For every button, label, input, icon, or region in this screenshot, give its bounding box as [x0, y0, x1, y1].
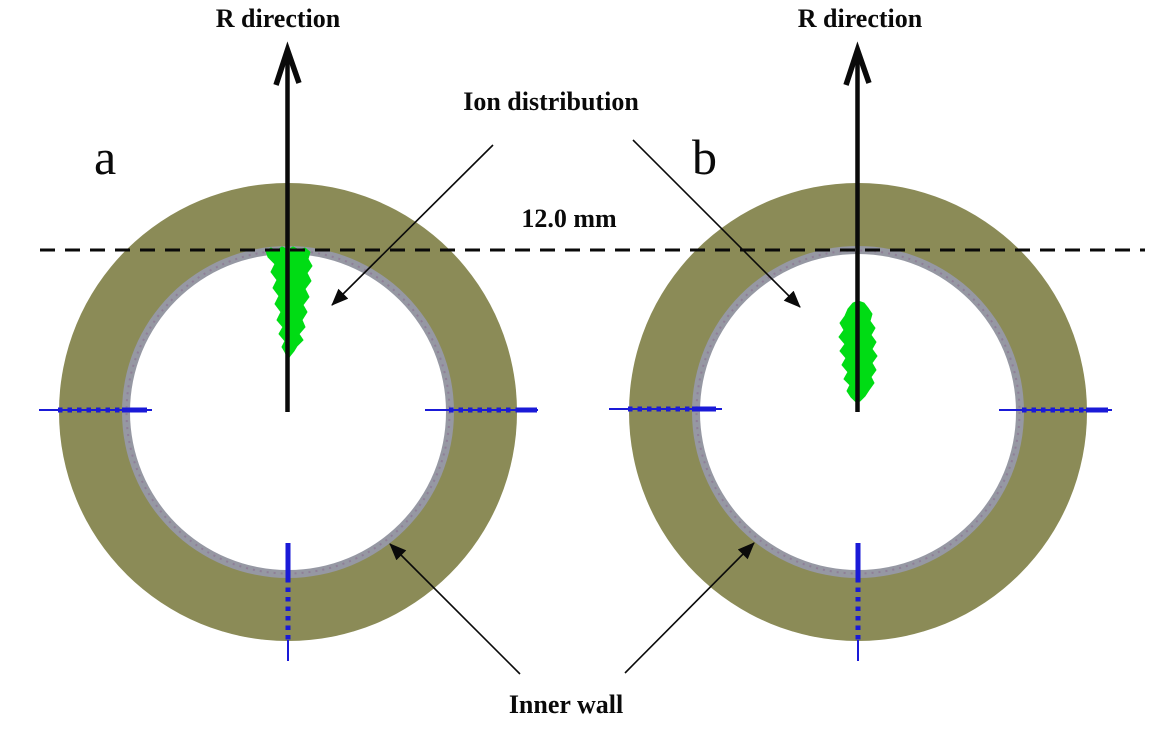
inner-wall-arrow-b: [624, 542, 755, 674]
r-direction-label-a: R direction: [215, 4, 341, 33]
ion-distribution-arrow-a: [331, 144, 494, 306]
inner-wall-label: Inner wall: [508, 690, 624, 719]
panel-label-b: b: [692, 129, 717, 185]
up-arrowhead-icon: [273, 41, 302, 86]
measurement-label: 12.0 mm: [521, 204, 617, 233]
up-arrowhead-icon: [843, 41, 872, 86]
panel-label-a: a: [94, 129, 117, 185]
ion-distribution-label: Ion distribution: [463, 87, 639, 116]
inner-wall-arrow-a: [389, 543, 521, 675]
r-direction-label-b: R direction: [797, 4, 923, 33]
r-direction-arrow-a: [273, 41, 302, 412]
ion-distribution-arrow-b: [632, 139, 801, 308]
r-direction-arrow-b: [843, 41, 872, 412]
